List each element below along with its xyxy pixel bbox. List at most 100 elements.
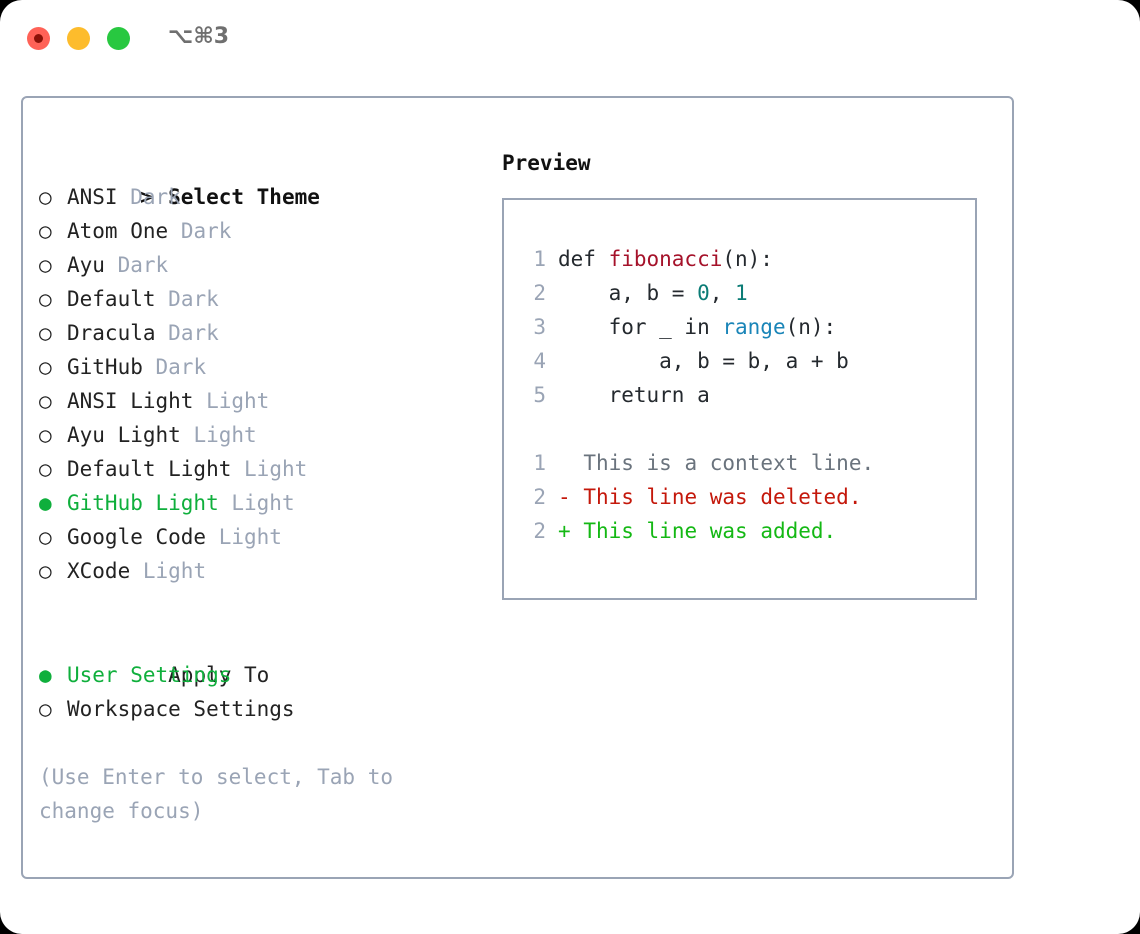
code-line-number: 5 (533, 383, 546, 407)
diff-sign: + (558, 519, 571, 543)
diff-sample: 1 This is a context line. 2- This line wa… (520, 446, 967, 548)
theme-name-label: Ayu Light (67, 423, 181, 447)
code-token: a, b = b, a + b (558, 349, 849, 373)
theme-variant-badge: Dark (180, 219, 232, 243)
theme-name-label: Default Light (67, 457, 232, 481)
radio-unselected-icon: ○ (39, 389, 52, 413)
radio-unselected-icon: ○ (39, 423, 52, 447)
code-token: (n): (785, 315, 837, 339)
label-badge-spacer (143, 355, 156, 379)
apply-to-title-label: Apply To (168, 663, 270, 687)
radio-selected-icon: ● (39, 491, 52, 515)
diff-sign-spacer (571, 485, 584, 509)
label-badge-spacer (206, 525, 219, 549)
theme-variant-badge: Light (193, 423, 257, 447)
diff-line-number: 2 (533, 485, 546, 509)
code-token: return a (558, 383, 710, 407)
theme-list-item[interactable]: ○ GitHub Dark (39, 350, 469, 384)
code-line-number: 1 (533, 247, 546, 271)
code-line: 4 a, b = b, a + b (520, 344, 967, 378)
diff-text: This line was added. (583, 519, 837, 543)
theme-list-item[interactable]: ○ ANSI Light Light (39, 384, 469, 418)
apply-to-item[interactable]: ○ Workspace Settings (39, 692, 469, 726)
theme-name-label: Dracula (67, 321, 156, 345)
theme-variant-badge: Dark (168, 287, 219, 311)
theme-list-item[interactable]: ○XCode Light (39, 554, 469, 588)
diff-sign-spacer (571, 451, 584, 475)
close-window-button[interactable] (27, 27, 50, 50)
diff-line-number: 1 (533, 451, 546, 475)
keyboard-shortcut-label: ⌥⌘3 (168, 24, 230, 49)
apply-to-list: ● User Settings ○ Workspace Settings (39, 658, 469, 726)
radio-unselected-icon: ○ (39, 185, 52, 209)
code-token: (n): (722, 247, 773, 271)
theme-list-item[interactable]: ○Atom One Dark (39, 214, 469, 248)
code-token: a, b = (558, 281, 698, 305)
diff-line: 1 This is a context line. (520, 446, 967, 480)
label-badge-spacer (231, 457, 244, 481)
theme-variant-badge: Light (206, 389, 270, 413)
theme-variant-badge: Light (218, 525, 282, 549)
label-badge-spacer (193, 389, 206, 413)
theme-variant-badge: Dark (168, 321, 219, 345)
code-token: 0 (697, 281, 710, 305)
apply-to-title: Apply To (39, 624, 469, 687)
diff-sign (558, 451, 571, 475)
theme-variant-badge: Light (142, 559, 207, 583)
theme-name-label: ANSI (67, 185, 118, 209)
preview-title: Preview (502, 151, 591, 175)
code-line: 3 for _ in range(n): (520, 310, 967, 344)
theme-list-item[interactable]: ○Ayu Dark (39, 248, 469, 282)
theme-variant-badge: Dark (117, 253, 169, 277)
theme-list-item[interactable]: ○ Ayu Light Light (39, 418, 469, 452)
label-badge-spacer (219, 491, 232, 515)
code-line-number: 2 (533, 281, 546, 305)
theme-list-item[interactable]: ○ Default Dark (39, 282, 469, 316)
diff-line-number: 2 (533, 519, 546, 543)
code-token: range (722, 315, 786, 339)
theme-variant-badge: Dark (155, 355, 207, 379)
radio-unselected-icon: ○ (39, 355, 52, 379)
code-token: , (709, 281, 736, 305)
content-panel: >Select Theme ○ANSI Dark○Atom One Dark○A… (21, 96, 1014, 879)
apply-to-item[interactable]: ● User Settings (39, 658, 469, 692)
radio-unselected-icon: ○ (39, 525, 52, 549)
theme-variant-badge: Dark (130, 185, 181, 209)
radio-unselected-icon: ○ (39, 287, 52, 311)
label-badge-spacer (156, 321, 169, 345)
theme-name-label: ANSI Light (67, 389, 194, 413)
apply-to-label: User Settings (67, 663, 232, 687)
theme-list-item[interactable]: ○ Default Light Light (39, 452, 469, 486)
radio-unselected-icon: ○ (39, 457, 52, 481)
code-line-number: 4 (533, 349, 546, 373)
theme-list-item[interactable]: ○Dracula Dark (39, 316, 469, 350)
keyboard-hint-text: (Use Enter to select, Tab to change focu… (39, 765, 394, 823)
radio-unselected-icon: ○ (39, 697, 52, 721)
apply-to-label: Workspace Settings (67, 697, 295, 721)
code-token: 1 (735, 281, 748, 305)
label-badge-spacer (181, 423, 194, 447)
label-badge-spacer (168, 219, 181, 243)
theme-list-item[interactable]: ●GitHub Light Light (39, 486, 469, 520)
code-token: for _ in (558, 315, 723, 339)
theme-list: ○ANSI Dark○Atom One Dark○Ayu Dark○Defaul… (39, 180, 469, 588)
code-line: 2 a, b = 0, 1 (520, 276, 967, 310)
theme-name-label: Google Code (67, 525, 207, 549)
theme-picker-column: >Select Theme ○ANSI Dark○Atom One Dark○A… (39, 146, 469, 828)
theme-variant-badge: Light (244, 457, 308, 481)
theme-name-label: Default (67, 287, 156, 311)
theme-list-item[interactable]: ○ ANSI Dark (39, 180, 469, 214)
theme-name-label: XCode (67, 559, 131, 583)
radio-selected-icon: ● (39, 663, 52, 687)
theme-name-label: GitHub (67, 355, 143, 379)
code-token: fibonacci (608, 247, 723, 271)
maximize-window-button[interactable] (107, 27, 130, 50)
page-title: Select Theme (168, 185, 320, 209)
diff-sign: - (558, 485, 571, 509)
minimize-window-button[interactable] (67, 27, 90, 50)
diff-text: This is a context line. (583, 451, 875, 475)
theme-list-item[interactable]: ○ Google Code Light (39, 520, 469, 554)
